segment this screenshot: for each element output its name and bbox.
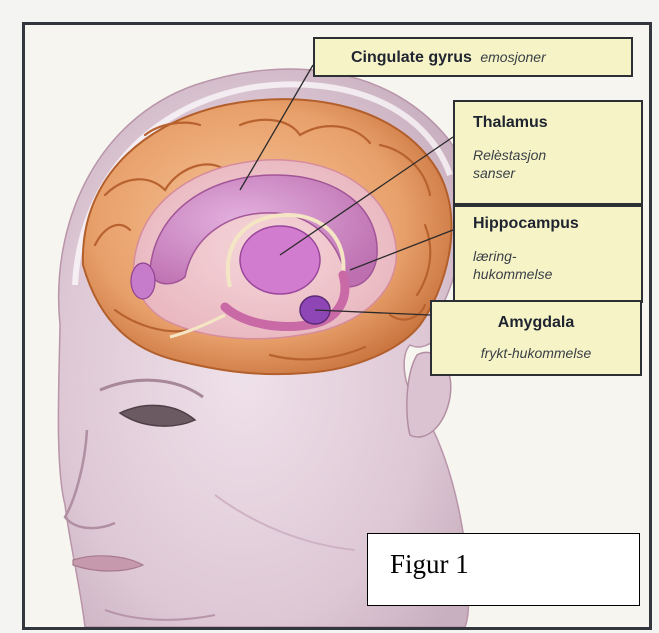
olfactory-bulb (131, 263, 155, 299)
thalamus-label: Thalamus Relèstasjon sanser (453, 100, 643, 205)
hippocampus-label: Hippocampus læring- hukommelse (453, 205, 643, 303)
hippocampus-subtitle-line1: læring- (473, 247, 641, 265)
figure-caption: Figur 1 (367, 533, 640, 606)
thalamus-subtitle-line1: Relèstasjon (473, 146, 641, 164)
figure-frame: Cingulate gyrus emosjoner Thalamus Relès… (22, 22, 652, 630)
amygdala-label: Amygdala frykt-hukommelse (430, 300, 642, 376)
hippocampus-subtitle-line2: hukommelse (473, 265, 641, 283)
cingulate-gyrus-label: Cingulate gyrus emosjoner (313, 37, 633, 77)
thalamus-subtitle-line2: sanser (473, 164, 641, 182)
thalamus-title: Thalamus (473, 114, 641, 132)
hippocampus-title: Hippocampus (473, 215, 641, 233)
cingulate-gyrus-title: Cingulate gyrus (351, 49, 472, 66)
amygdala-title: Amygdala (432, 314, 640, 332)
amygdala-subtitle: frykt-hukommelse (432, 344, 640, 362)
cingulate-gyrus-subtitle: emosjoner (480, 49, 545, 65)
